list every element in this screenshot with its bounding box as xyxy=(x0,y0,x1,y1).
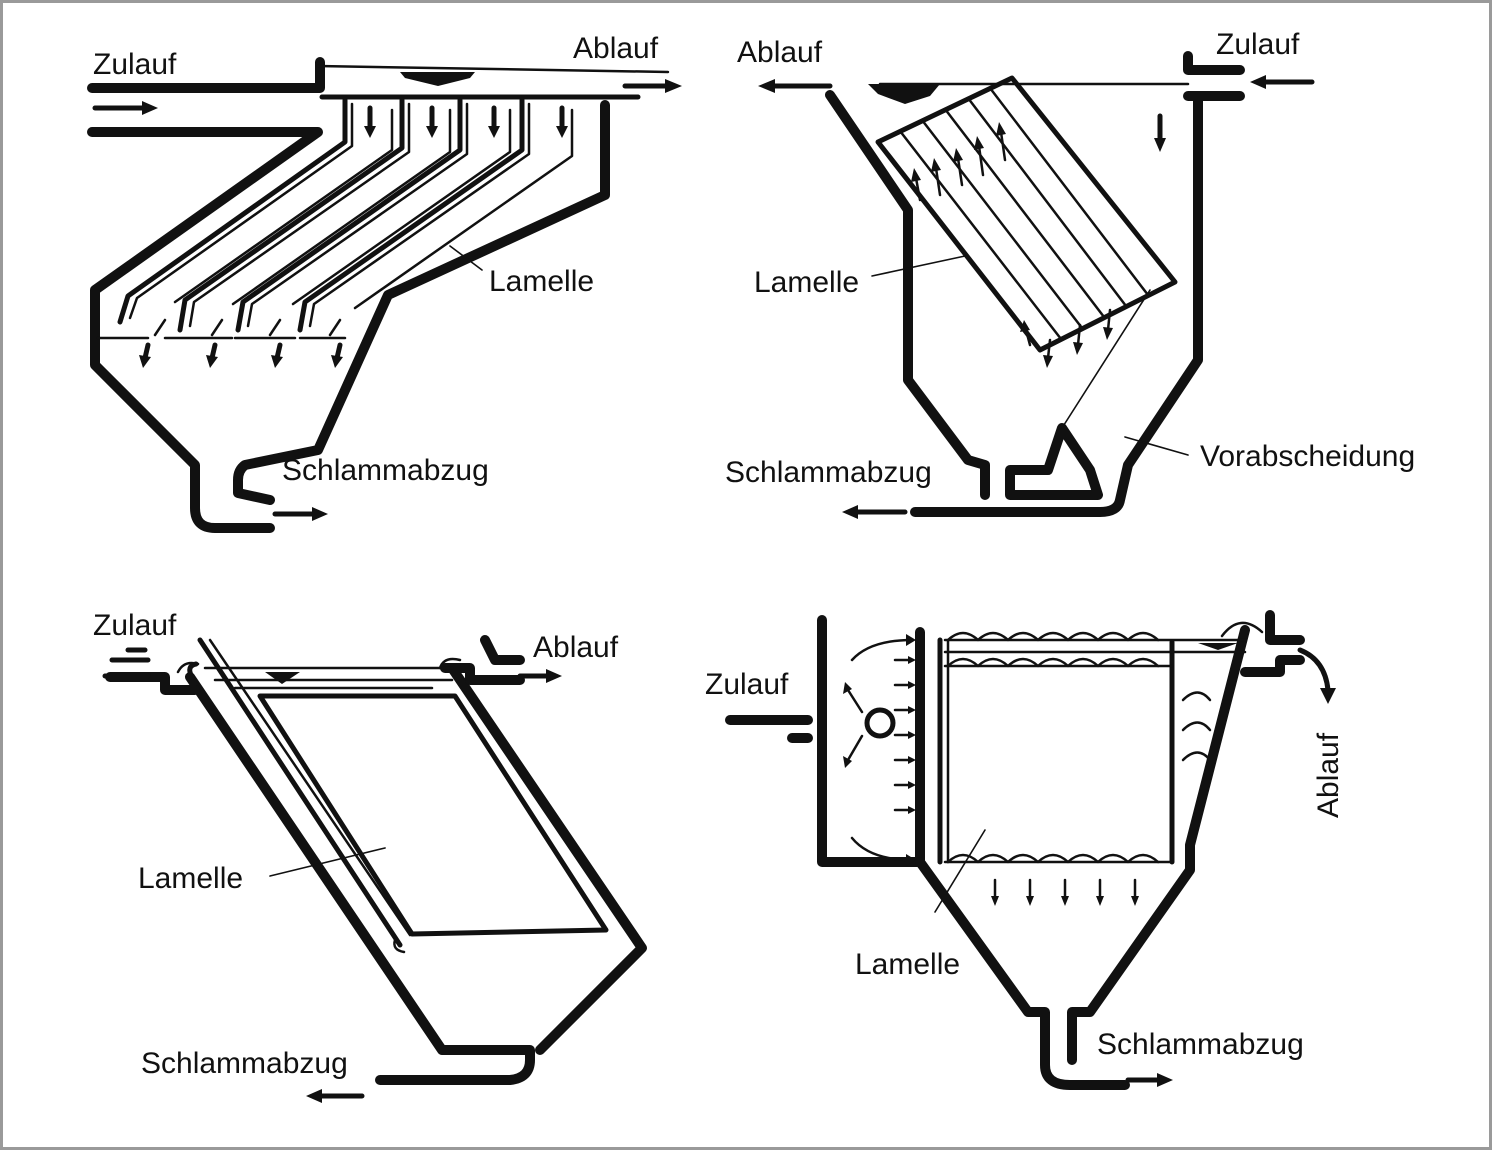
label-pre-separation: Vorabscheidung xyxy=(1200,440,1415,473)
label-outlet: Ablauf xyxy=(533,631,619,664)
label-inlet: Zulauf xyxy=(705,668,789,701)
lamella-channels xyxy=(96,97,574,340)
flow-arrows xyxy=(758,75,1315,519)
panel-top-right-counterflow-settler: Ablauf Zulauf Lamelle Schlammabzug Vorab… xyxy=(725,28,1415,519)
inclined-lamella-pack xyxy=(875,75,1178,353)
label-lamella: Lamelle xyxy=(489,265,594,298)
lamella-leader-line xyxy=(934,829,986,913)
pre-separation-leader-line xyxy=(1124,436,1189,456)
panel-top-left-multi-channel-settler: Zulauf Ablauf Lamelle Schlammabzug xyxy=(87,32,682,533)
flow-arrows xyxy=(102,647,562,1103)
label-outlet: Ablauf xyxy=(573,32,659,65)
tank-walls xyxy=(87,57,670,533)
label-outlet: Ablauf xyxy=(737,36,823,69)
flow-arrows xyxy=(843,621,1336,1087)
tank-walls xyxy=(105,635,647,1085)
label-inlet: Zulauf xyxy=(1216,28,1300,61)
label-inlet: Zulauf xyxy=(93,48,177,81)
label-sludge-removal: Schlammabzug xyxy=(282,454,489,487)
label-lamella: Lamelle xyxy=(754,266,859,299)
panel-bottom-right-crossflow-settler: Zulauf Ablauf Lamelle Schlammabzug xyxy=(705,610,1345,1090)
label-outlet: Ablauf xyxy=(1312,732,1345,818)
tank-walls xyxy=(825,51,1245,517)
label-sludge-removal: Schlammabzug xyxy=(1097,1028,1304,1061)
panel-bottom-left-plate-settler: Zulauf Ablauf Lamelle Schlammabzug xyxy=(93,609,647,1103)
label-sludge-removal: Schlammabzug xyxy=(725,456,932,489)
label-lamella: Lamelle xyxy=(855,948,960,981)
lamella-leader-line xyxy=(871,255,966,277)
tank-walls xyxy=(725,610,1305,1090)
lamella-leader-line xyxy=(269,847,386,877)
label-lamella: Lamelle xyxy=(138,862,243,895)
flow-arrows xyxy=(92,79,682,521)
label-sludge-removal: Schlammabzug xyxy=(141,1047,348,1080)
label-inlet: Zulauf xyxy=(93,609,177,642)
lamella-leader-line xyxy=(449,245,483,271)
